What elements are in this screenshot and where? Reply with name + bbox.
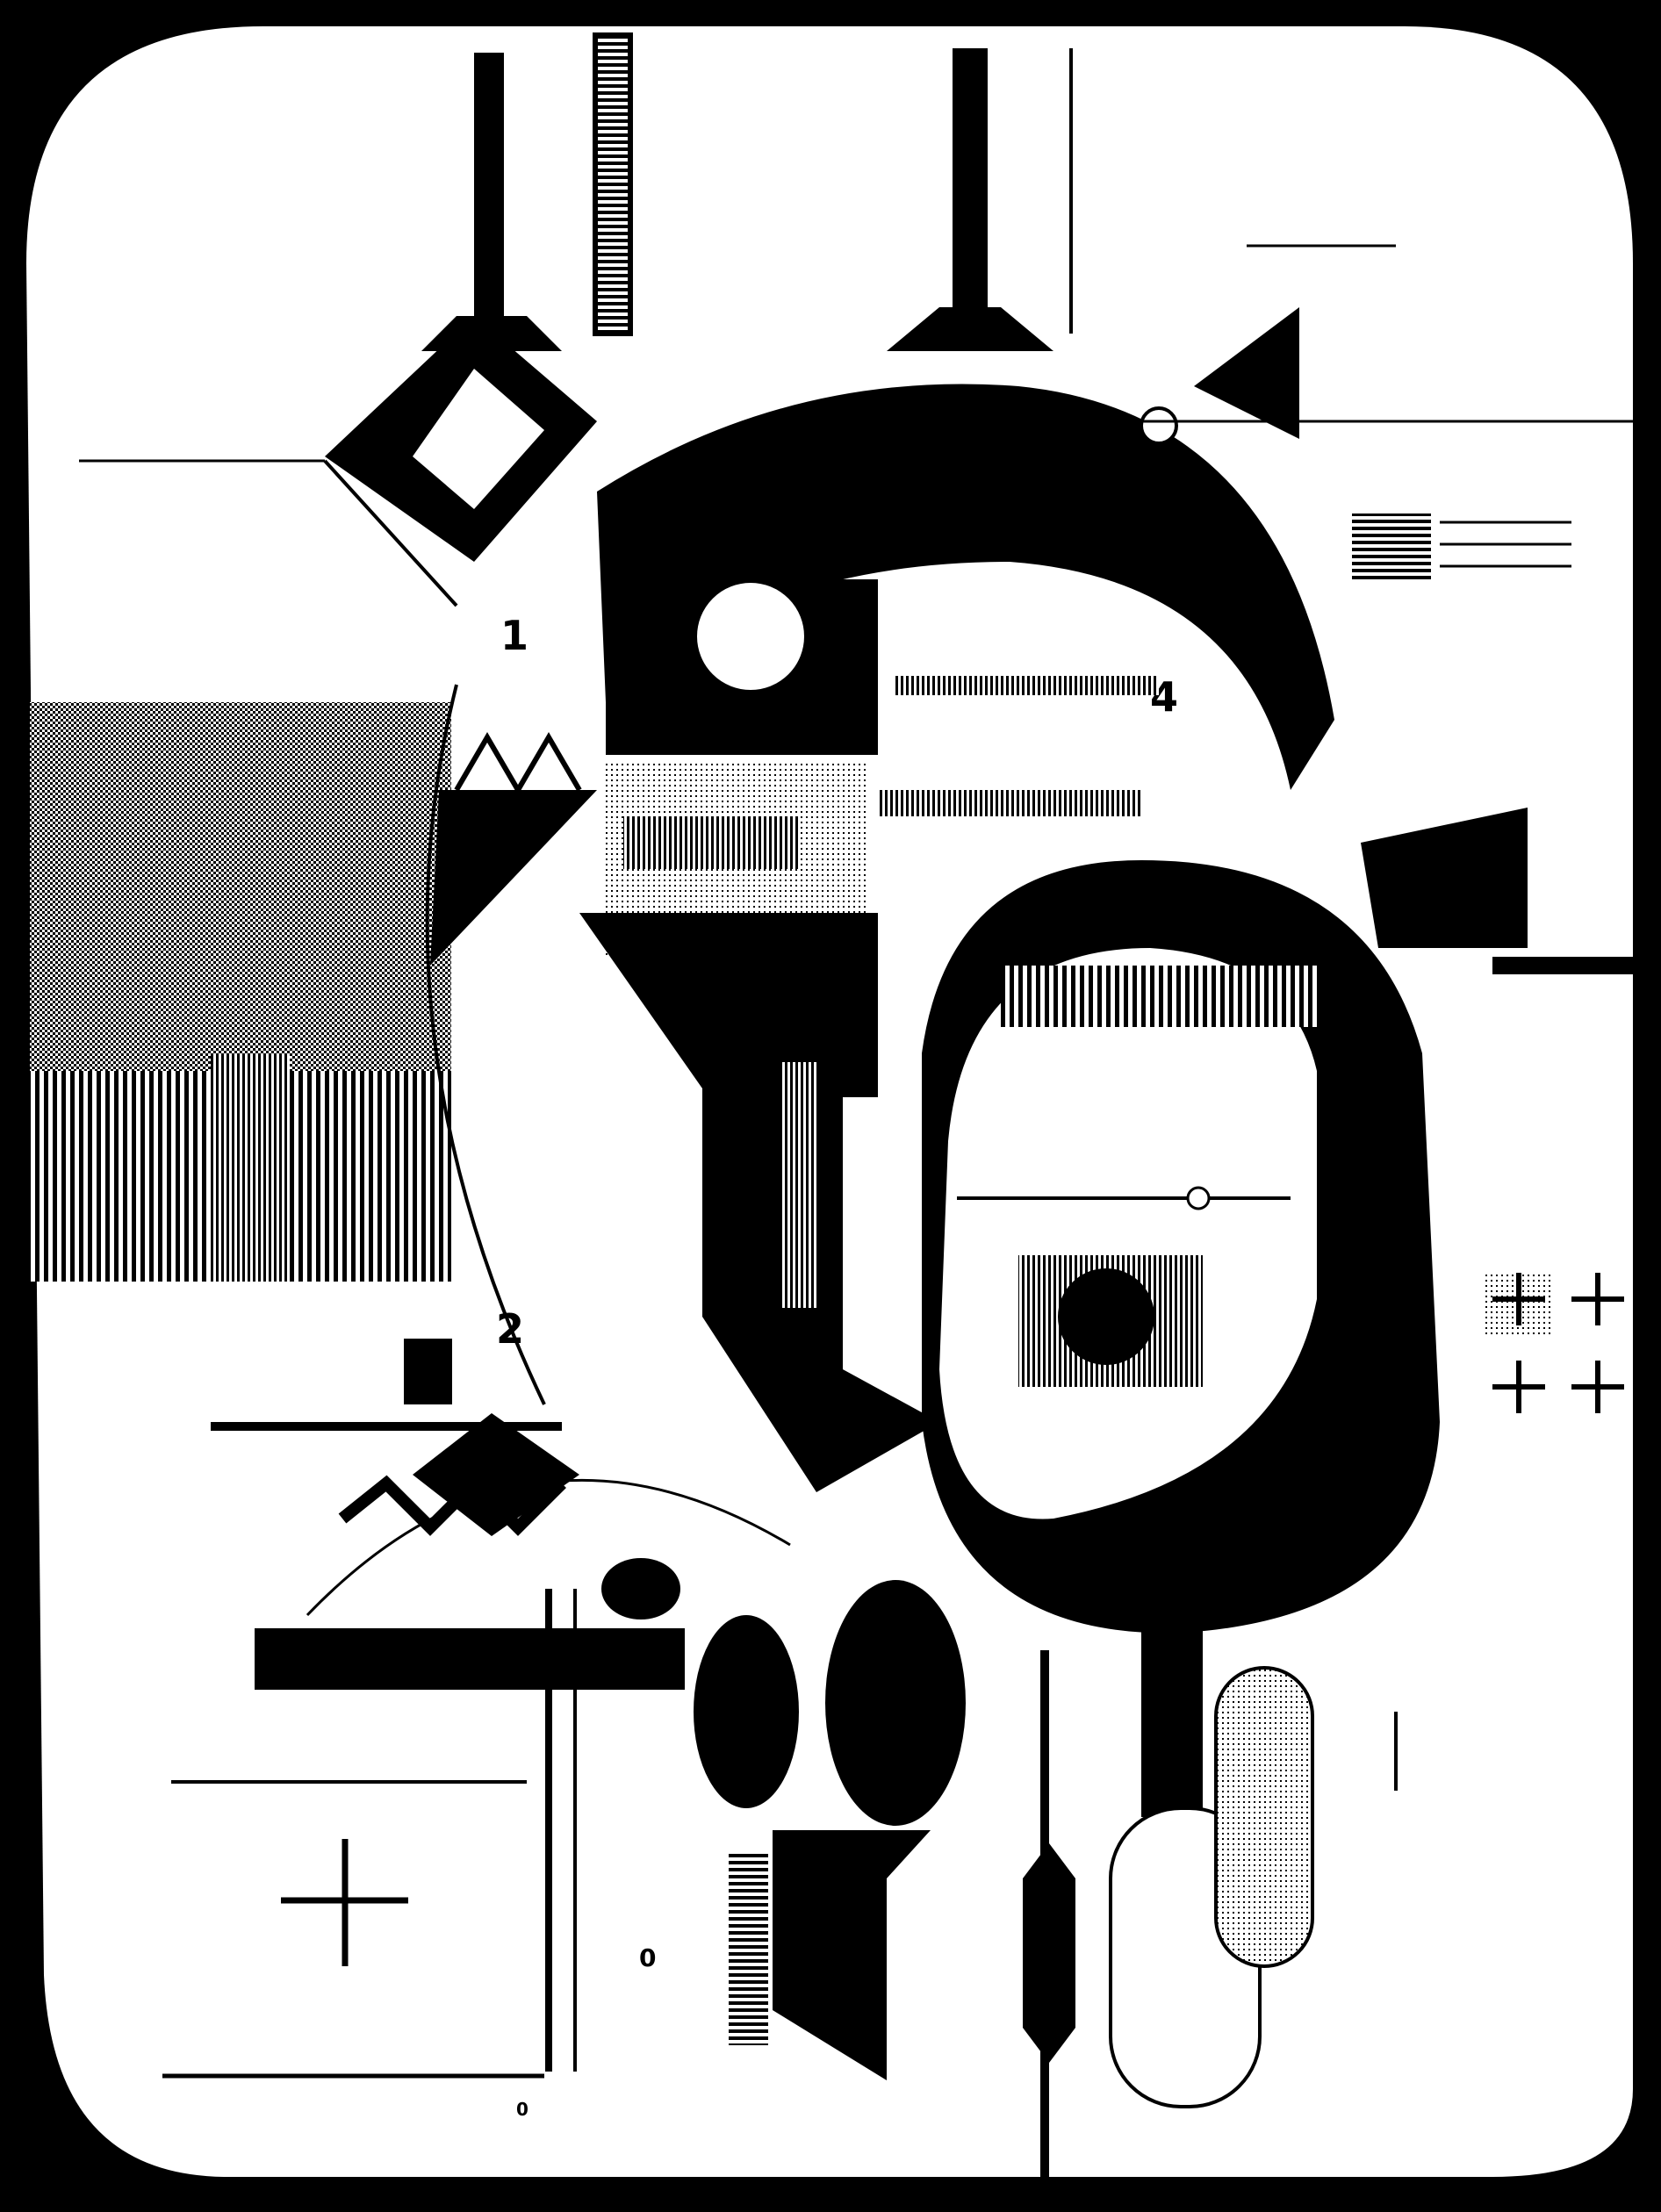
plus-icons (1492, 1273, 1624, 1413)
label-zero-small: 0 (516, 2099, 528, 2120)
big-dark-arc (597, 384, 1334, 790)
right-black-bar (1492, 957, 1633, 974)
tower-mid (593, 32, 633, 336)
black-square-left (404, 1339, 452, 1404)
blob-mid (825, 1580, 966, 1826)
long-black-bar (255, 1628, 685, 1690)
diagonal-line (323, 459, 458, 607)
triangle-block (430, 790, 597, 966)
disc-in-square (1058, 1268, 1154, 1365)
blob-small (601, 1558, 680, 1620)
black-column (1141, 1598, 1203, 1817)
funnel-shape (579, 913, 939, 1492)
tower-right (953, 48, 988, 312)
label-three: 3 (457, 441, 485, 488)
stripe-bar-mid (878, 790, 1141, 816)
label-one: 1 (500, 612, 528, 659)
stripe-column-lower (729, 1852, 768, 2045)
checker-block (30, 702, 451, 1071)
stripe-band-ring (1001, 966, 1317, 1027)
target-icon (1140, 406, 1178, 445)
blob-left (694, 1615, 799, 1808)
left-arc-line (425, 684, 546, 1405)
stripe-block-mid (623, 816, 799, 869)
tower-right-base (887, 307, 1053, 351)
diamond-lower (413, 1413, 579, 1536)
lens-shape (1023, 1843, 1075, 2063)
frame-border (23, 23, 1636, 2182)
stripe-bar-top (895, 676, 1159, 695)
hatched-panel-top (1352, 514, 1431, 579)
diamond-inner (413, 369, 544, 509)
big-ring (922, 860, 1440, 1634)
right-wedge (1361, 808, 1528, 948)
small-circle (1186, 1186, 1211, 1210)
label-zero: 0 (639, 1943, 656, 1972)
stripe-strip-funnel (781, 1062, 816, 1308)
plus-large-icon (281, 1839, 408, 1966)
tower-left (474, 53, 504, 316)
stripe-block-inner (211, 1053, 290, 1282)
capsule-right-hatched (1214, 1666, 1314, 1968)
lower-funnel (773, 1830, 931, 2080)
ring-circle (690, 576, 811, 697)
triangle-pointer (1194, 307, 1299, 439)
